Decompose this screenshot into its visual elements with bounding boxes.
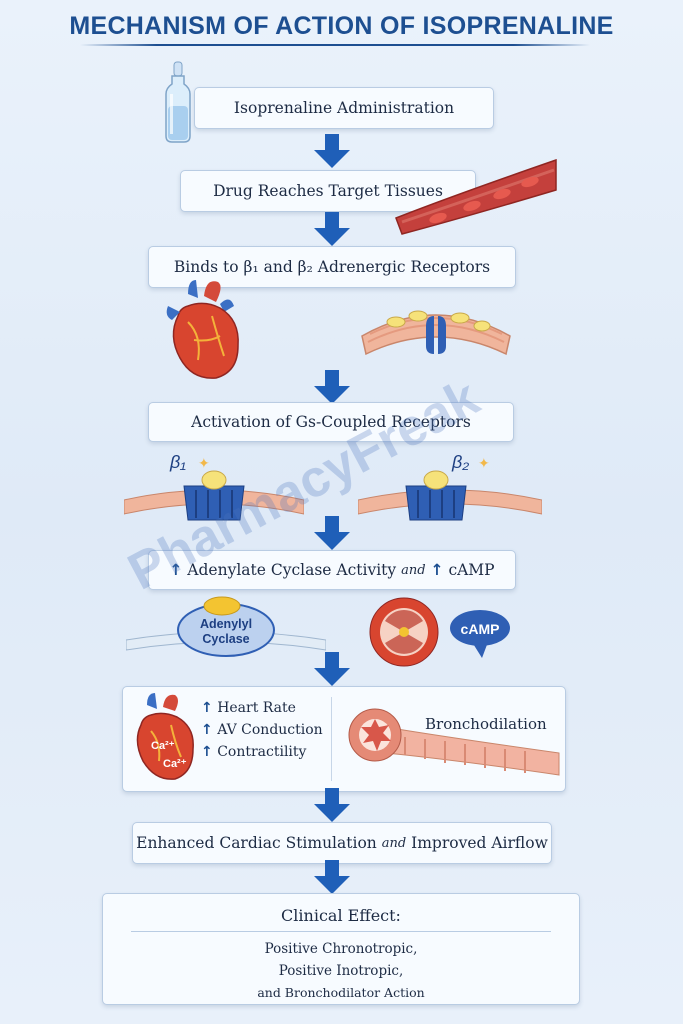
title-underline [80,44,590,46]
clinical-effect-box: Clinical Effect: Positive Chronotropic, … [102,893,580,1005]
vial-icon [165,61,191,143]
beta2-receptor-icon: β₂ ✦ [358,452,542,521]
cardiac-effects-list: ↑ Heart Rate ↑ AV Conduction ↑ Contracti… [201,697,323,763]
step-adenylate-camp: ↑ Adenylate Cyclase Activity and ↑ cAMP [148,550,516,590]
effects-panel: Ca²⁺ Ca²⁺ ↑ Heart Rate ↑ AV Conduction ↑… [122,686,566,792]
smooth-muscle-receptor-icon [361,310,511,356]
beta2-label: β₂ [451,452,469,472]
beta1-receptor-icon: β₁ ✦ [124,452,304,521]
svg-text:Cyclase: Cyclase [202,632,249,646]
svg-text:✦: ✦ [198,455,210,471]
page-title: MECHANISM OF ACTION OF ISOPRENALINE [69,12,614,40]
list-item: ↑ Contractility [201,744,307,760]
heart-icon: Ca²⁺ Ca²⁺ [136,693,194,780]
arrow-down-icon [314,134,350,168]
list-item: ↑ Heart Rate [201,700,296,716]
clinical-line: Positive Chronotropic, [264,941,418,957]
bronchodilation-label: Bronchodilation [425,715,547,733]
list-item: ↑ AV Conduction [201,722,323,738]
arrow-down-icon [314,370,350,404]
arrow-down-icon [314,860,350,894]
svg-text:Adenylyl: Adenylyl [200,617,252,631]
panel-divider [331,697,332,781]
clinical-divider [131,931,551,932]
adenylyl-cyclase-icon: Adenylyl Cyclase [126,596,326,657]
step-enhanced-stimulation: Enhanced Cardiac Stimulation and Improve… [132,822,552,864]
arrow-down-icon [314,652,350,686]
calcium-label: Ca²⁺ [151,740,175,752]
step-binds-receptors: Binds to β₁ and β₂ Adrenergic Receptors [148,246,516,288]
clinical-line: and Bronchodilator Action [257,985,425,1000]
clinical-effect-title: Clinical Effect: [281,906,401,925]
blood-vessel-icon [395,158,557,235]
arrow-down-icon [314,788,350,822]
camp-badge-label: cAMP [461,621,500,637]
bronchus-icon [348,708,560,776]
arrow-down-icon [314,212,350,246]
calcium-label: Ca²⁺ [163,758,187,770]
step-administration: Isoprenaline Administration [194,87,494,129]
camp-airway-icon: cAMP [369,597,510,667]
clinical-line: Positive Inotropic, [278,963,404,979]
beta1-label: β₁ [169,452,186,472]
step-gs-activation: Activation of Gs-Coupled Receptors [148,402,514,442]
svg-text:✦: ✦ [478,455,490,471]
arrow-down-icon [314,516,350,550]
heart-icon [166,280,239,379]
